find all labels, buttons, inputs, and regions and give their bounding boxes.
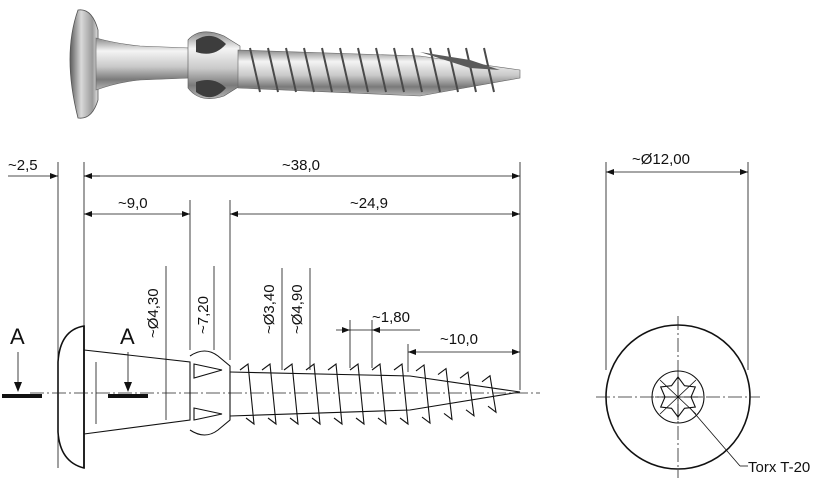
thread-crest bbox=[261, 362, 277, 426]
section-label-right: A bbox=[120, 324, 135, 349]
thread-crest bbox=[305, 362, 321, 426]
dim-head-thickness: ~2,5 bbox=[8, 157, 38, 174]
photo-thread bbox=[411, 47, 423, 93]
thread-crest bbox=[481, 374, 497, 414]
thread-crest bbox=[283, 362, 299, 426]
dim-thread-length: ~24,9 bbox=[350, 195, 388, 212]
thread-crest bbox=[239, 362, 255, 426]
screw-head-front-view bbox=[596, 316, 760, 478]
photo-thread bbox=[447, 47, 459, 93]
drive-label: Torx T-20 bbox=[748, 459, 810, 476]
thread-crest bbox=[393, 362, 409, 426]
thread-crest bbox=[437, 367, 453, 421]
photo-thread bbox=[267, 47, 279, 93]
dim-head-diameter: ~Ø12,00 bbox=[632, 151, 690, 168]
thread-crest bbox=[349, 362, 365, 426]
dim-thread-diameter: ~Ø4,90 bbox=[289, 284, 306, 334]
dim-unthreaded-length: ~9,0 bbox=[118, 195, 148, 212]
photo-thread bbox=[483, 47, 495, 93]
photo-thread bbox=[285, 47, 297, 93]
dim-shank-diameter: ~Ø4,30 bbox=[145, 288, 162, 338]
photo-thread bbox=[357, 47, 369, 93]
dim-tip-length: ~10,0 bbox=[440, 331, 478, 348]
photo-thread bbox=[375, 47, 387, 93]
photo-thread bbox=[321, 47, 333, 93]
metal-screw-photo bbox=[69, 9, 521, 119]
photo-thread bbox=[465, 47, 477, 93]
thread-crest bbox=[327, 362, 343, 426]
thread-crest bbox=[371, 362, 387, 426]
photo-thread bbox=[303, 47, 315, 93]
photo-thread bbox=[339, 47, 351, 93]
photo-thread bbox=[393, 47, 405, 93]
dim-shoulder-diameter: ~7,20 bbox=[195, 296, 212, 334]
photo-thread bbox=[249, 47, 261, 93]
screw-side-view bbox=[57, 325, 521, 470]
dim-pitch: ~1,80 bbox=[372, 309, 410, 326]
dim-core-diameter: ~Ø3,40 bbox=[261, 284, 278, 334]
dim-total-length: ~38,0 bbox=[282, 157, 320, 174]
section-label-left: A bbox=[10, 324, 25, 349]
thread-crest bbox=[459, 371, 475, 418]
thread-crest bbox=[415, 363, 431, 425]
